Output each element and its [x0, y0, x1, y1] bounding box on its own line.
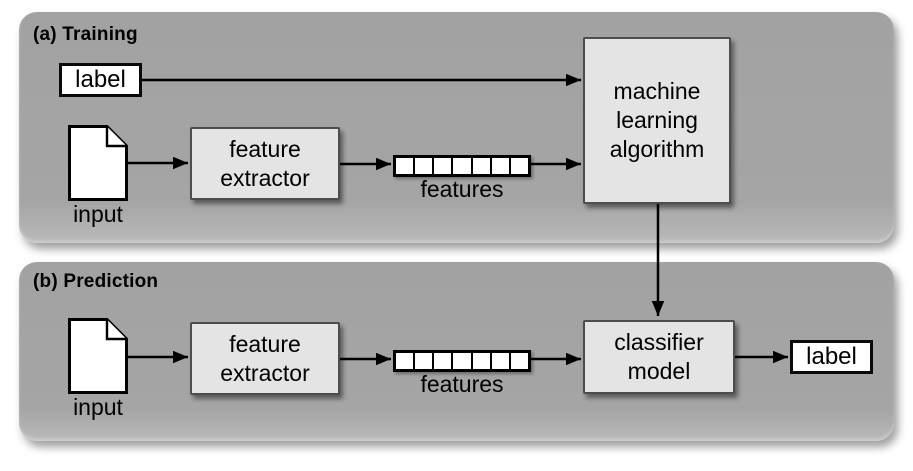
prediction-label-text: label [806, 343, 857, 370]
feature-cell [453, 353, 471, 369]
training-features-caption: features [420, 176, 504, 202]
training-features-strip [393, 155, 531, 177]
feature-cell [472, 158, 490, 174]
training-input-document-icon [67, 124, 129, 202]
prediction-input-caption: input [73, 394, 123, 420]
training-label-box: label [59, 63, 142, 97]
feature-cell [510, 158, 528, 174]
feature-cell [415, 158, 433, 174]
feature-cell [472, 353, 490, 369]
feature-cell [491, 353, 509, 369]
prediction-feature-extractor-box: feature extractor [190, 322, 340, 395]
prediction-panel: (b) Prediction input feature extractor f… [19, 262, 894, 441]
feature-cell [434, 353, 452, 369]
classifier-model-box: classifier model [583, 320, 735, 394]
feature-cell [396, 353, 414, 369]
classifier-model-label: classifier model [614, 329, 704, 384]
prediction-panel-title: (b) Prediction [33, 271, 159, 292]
prediction-input-document-icon [67, 317, 129, 395]
prediction-feature-extractor-label: feature extractor [220, 330, 310, 386]
training-label-text: label [75, 66, 126, 93]
training-panel: (a) Training label input feature extract… [19, 12, 894, 243]
prediction-features-caption: features [420, 371, 504, 397]
machine-learning-algorithm-box: machine learning algorithm [583, 37, 731, 204]
training-feature-extractor-label: feature extractor [220, 135, 310, 191]
prediction-features-strip [393, 350, 531, 372]
training-input-caption: input [73, 201, 123, 227]
feature-cell [491, 158, 509, 174]
document-icon [68, 125, 128, 201]
feature-cell [453, 158, 471, 174]
feature-cell [396, 158, 414, 174]
machine-learning-algorithm-label: machine learning algorithm [609, 78, 705, 162]
training-feature-extractor-box: feature extractor [190, 127, 340, 200]
prediction-label-box: label [790, 340, 873, 374]
feature-cell [415, 353, 433, 369]
feature-cell [434, 158, 452, 174]
feature-cell [510, 353, 528, 369]
document-icon [68, 318, 128, 394]
training-panel-title: (a) Training [33, 24, 138, 45]
